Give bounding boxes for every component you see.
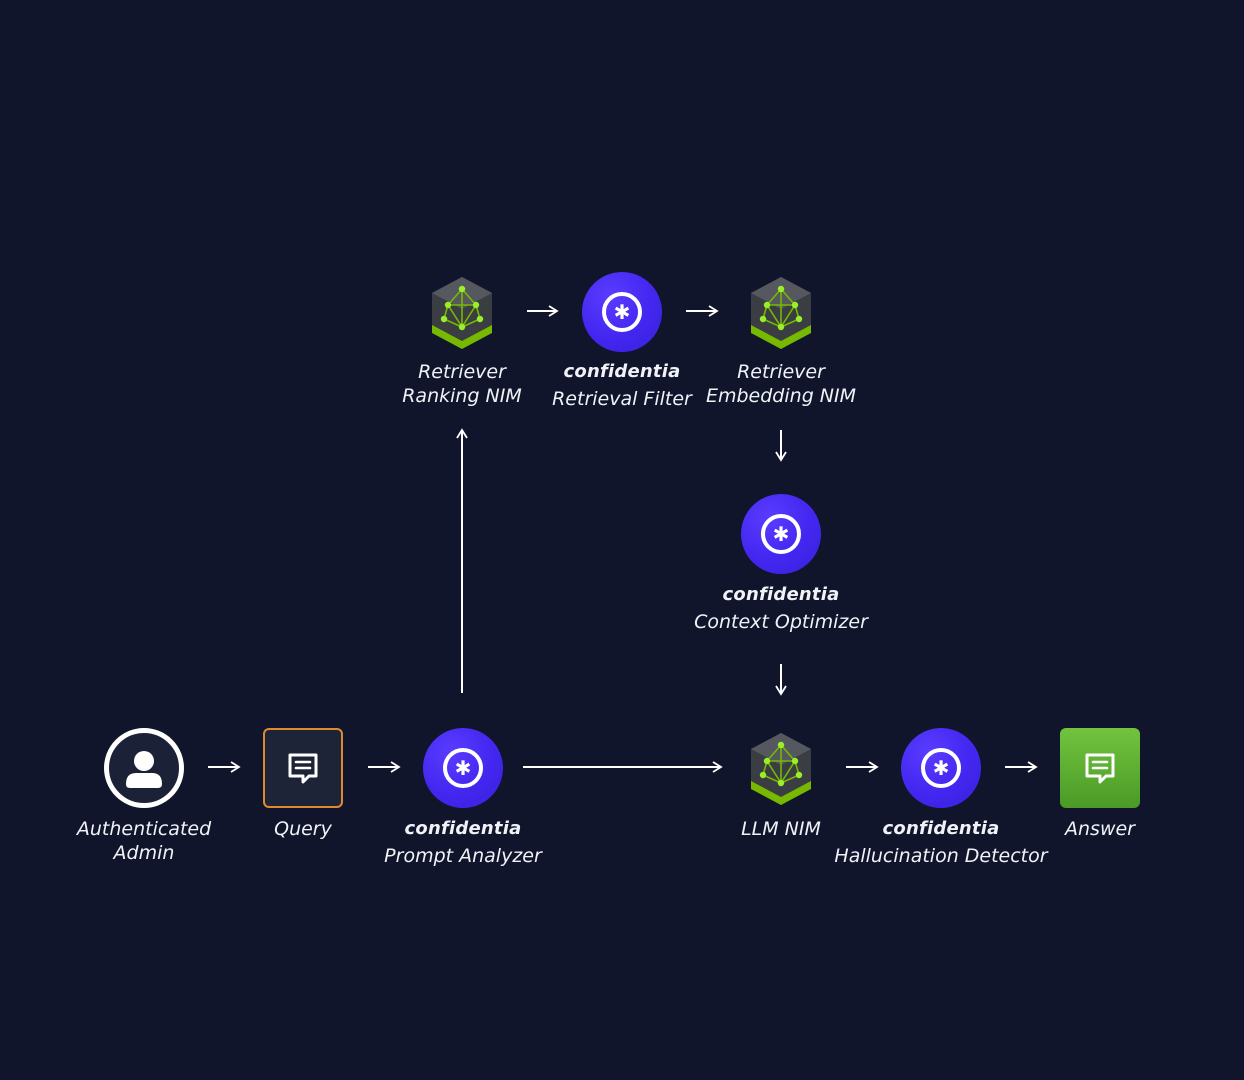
prompt-analyzer-logo: ✱ (423, 728, 503, 808)
hallucination-detector-label: confidentia Hallucination Detector (821, 817, 1061, 868)
retrieval-filter-logo: ✱ (582, 272, 662, 352)
prompt-analyzer-label: confidentia Prompt Analyzer (343, 817, 583, 868)
llm-nim-label: LLM NIM (661, 817, 901, 841)
retriever-embedding-label: Retriever Embedding NIM (661, 360, 901, 408)
nim-cube-icon (432, 277, 492, 349)
answer-label-text: Answer (1065, 818, 1135, 840)
query-box (263, 728, 343, 808)
admin-avatar (104, 728, 184, 808)
chat-icon (1085, 753, 1115, 784)
nim-cube-icon (751, 733, 811, 805)
context-optimizer-label: confidentia Context Optimizer (661, 583, 901, 634)
chat-icon (288, 753, 318, 784)
hallucination-detector-logo: ✱ (901, 728, 981, 808)
query-label: Query (183, 817, 423, 841)
user-icon (126, 751, 162, 788)
nim-cube-icon (751, 277, 811, 349)
brand-name: confidentia (404, 818, 522, 839)
confidentia-logo-icon: ✱ (613, 300, 631, 324)
context-optimizer-logo: ✱ (741, 494, 821, 574)
confidentia-logo-icon: ✱ (772, 522, 790, 546)
prompt-analyzer-name: Prompt Analyzer (384, 845, 542, 867)
admin-label-line2: Admin (113, 842, 175, 864)
context-optimizer-name: Context Optimizer (694, 611, 868, 633)
brand-name: confidentia (722, 584, 840, 605)
admin-label-line1: Authenticated (76, 818, 212, 840)
brand-name: confidentia (882, 818, 1000, 839)
retrieval-filter-name: Retrieval Filter (552, 388, 692, 410)
answer-label: Answer (980, 817, 1220, 841)
retriever-ranking-label: Retriever Ranking NIM (342, 360, 582, 408)
retrieval-filter-label: confidentia Retrieval Filter (502, 360, 742, 411)
admin-label: Authenticated Admin (24, 817, 264, 865)
retriever-embedding-line1: Retriever (737, 361, 825, 383)
answer-box (1060, 728, 1140, 808)
retriever-ranking-line2: Ranking NIM (402, 385, 522, 407)
retriever-embedding-line2: Embedding NIM (705, 385, 856, 407)
brand-name: confidentia (563, 361, 681, 382)
llm-nim-label-text: LLM NIM (741, 818, 821, 840)
hallucination-detector-name: Hallucination Detector (834, 845, 1048, 867)
confidentia-logo-icon: ✱ (932, 756, 950, 780)
retriever-ranking-line1: Retriever (418, 361, 506, 383)
confidentia-logo-icon: ✱ (454, 756, 472, 780)
query-label-text: Query (274, 818, 332, 840)
